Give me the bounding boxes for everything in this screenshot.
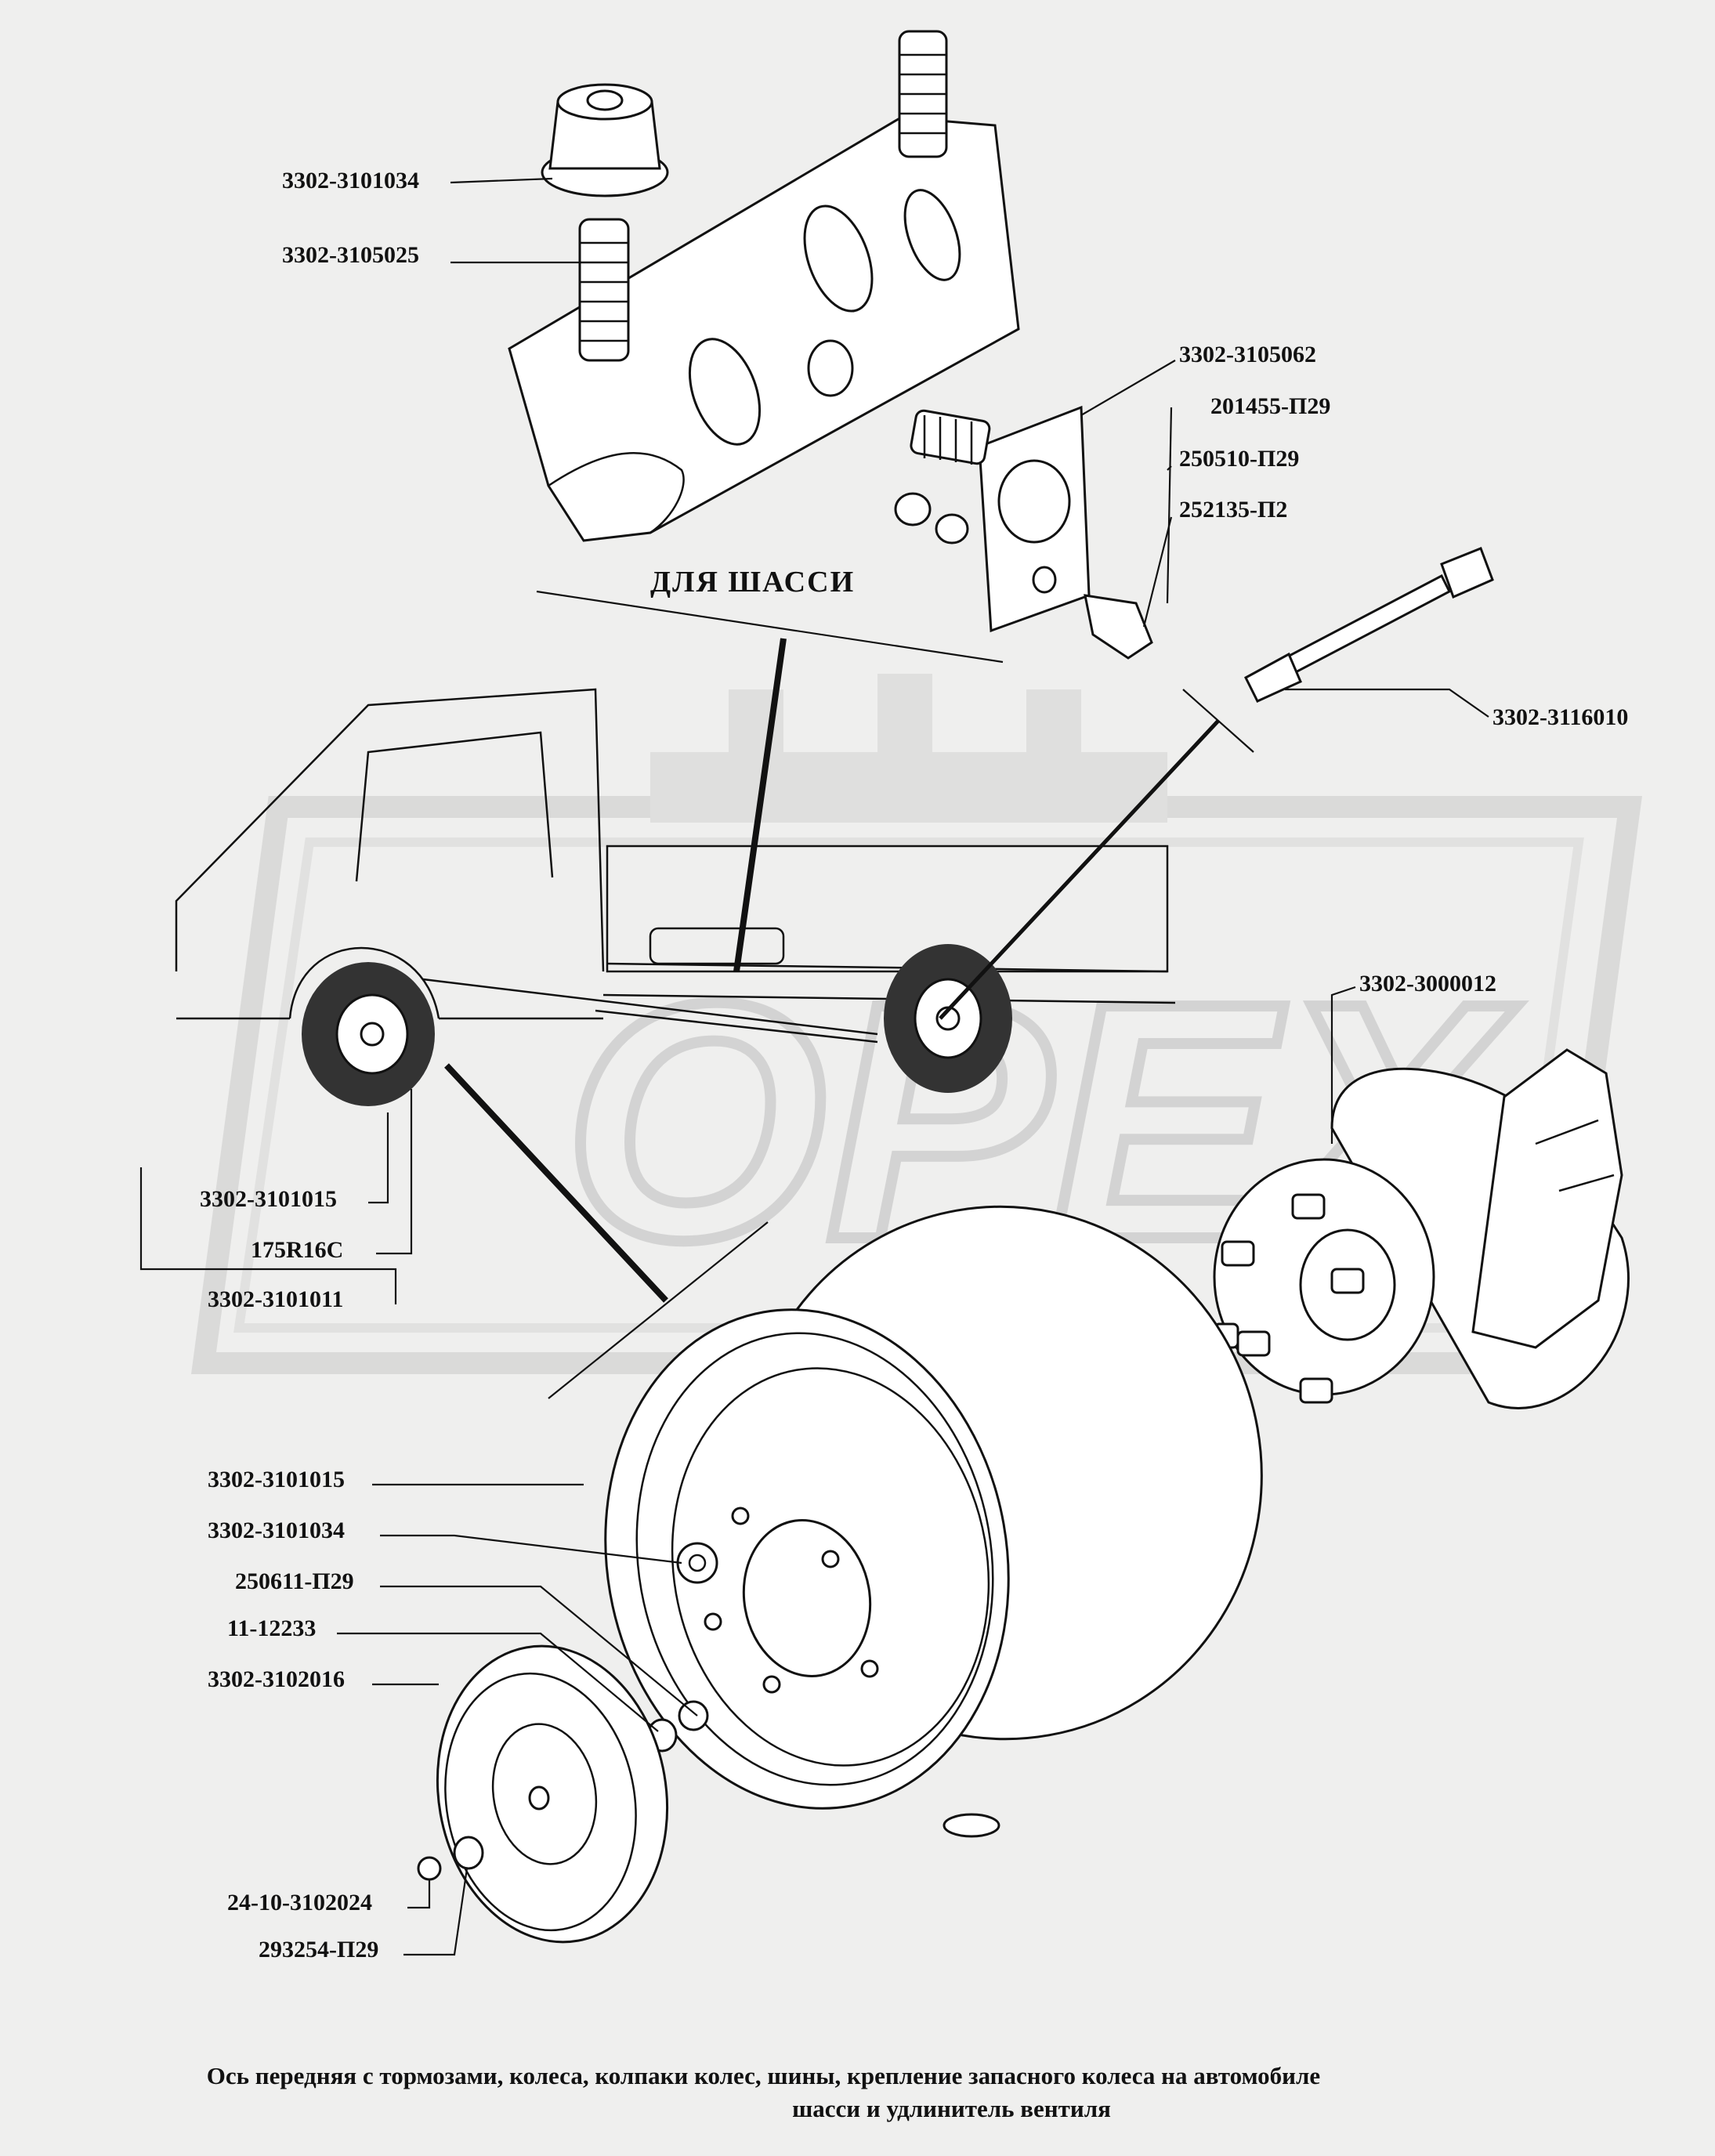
wheel-nut <box>676 1542 718 1584</box>
flange-nut-top <box>541 83 669 197</box>
label-bracket: 3302-3105062 <box>1179 342 1316 367</box>
axle-hub-brake <box>1213 1048 1630 1409</box>
callout-lines <box>444 590 1254 1399</box>
label-wheel-a: 3302-3101015 <box>200 1186 337 1212</box>
wheel-rim <box>604 1205 1263 1838</box>
label-wheel-nut: 3302-3101034 <box>208 1518 345 1543</box>
label-252135: 252135-П2 <box>1179 497 1287 523</box>
label-stud-top: 3302-3105025 <box>282 242 419 268</box>
truck-spare-wheel <box>884 944 1012 1093</box>
caption-line-1: Ось передняя с тормозами, колеса, колпак… <box>206 2062 1321 2089</box>
hub-cap <box>417 1644 669 1944</box>
label-valve-extension: 3302-3116010 <box>1492 704 1628 730</box>
hub-studs <box>1213 1193 1365 1404</box>
label-11-12233: 11-12233 <box>227 1615 316 1641</box>
chassis-header: ДЛЯ ШАССИ <box>650 566 855 599</box>
rim-bolt-holes <box>704 1507 879 1694</box>
label-293254: 293254-П29 <box>259 1937 378 1962</box>
label-cap-nut: 24-10-3102024 <box>227 1890 372 1915</box>
truck-front-wheel <box>302 962 435 1106</box>
leader-lines <box>139 177 1489 1956</box>
label-250510: 250510-П29 <box>1179 446 1299 472</box>
label-axle: 3302-3000012 <box>1359 971 1496 997</box>
spare-wheel-bracket <box>508 116 1020 542</box>
stud-top-right <box>898 30 948 158</box>
stud-top-left <box>578 218 630 362</box>
label-nut-top: 3302-3101034 <box>282 168 419 194</box>
label-250611: 250611-П29 <box>235 1568 354 1594</box>
caption-line-2: шасси и удлинитель вентиля <box>792 2095 1111 2122</box>
label-201455: 201455-П29 <box>1210 393 1330 419</box>
valve-extension <box>1244 547 1494 703</box>
label-hubcap: 3302-3102016 <box>208 1666 345 1692</box>
truck-chassis <box>175 688 1176 1044</box>
plate-with-bolt <box>894 405 1153 660</box>
label-wheel-b: 3302-3101011 <box>208 1286 343 1312</box>
label-tire: 175R16C <box>251 1237 343 1263</box>
label-rim: 3302-3101015 <box>208 1467 345 1492</box>
